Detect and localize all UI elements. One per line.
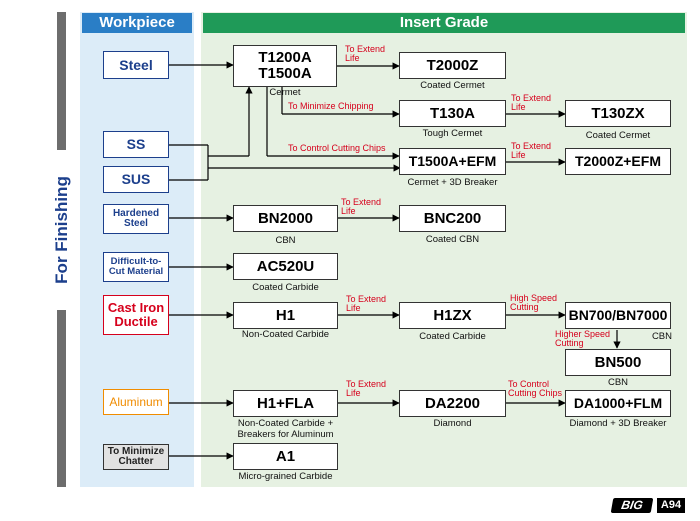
grade-h1zx: H1ZX	[399, 302, 506, 329]
caption-t1200a: Cermet	[269, 87, 301, 98]
grade-bnc200: BNC200	[399, 205, 506, 232]
label-extend-life-1: To Extend Life	[345, 44, 386, 64]
grade-t1500a-efm: T1500A+EFM	[399, 148, 506, 175]
caption-h1-fla: Non-Coated Carbide + Breakers for Alumin…	[237, 418, 334, 440]
workpiece-difficult-material: Difficult-to-Cut Material	[103, 252, 169, 282]
side-title: For Finishing	[37, 150, 87, 310]
label-extend-life-2: To Extend Life	[511, 93, 552, 113]
grade-a1: A1	[233, 443, 338, 470]
grade-da1000-flm: DA1000+FLM	[565, 390, 671, 417]
grade-t2000z: T2000Z	[399, 52, 506, 79]
grade-ac520u: AC520U	[233, 253, 338, 280]
workpiece-minimize-chatter: To Minimize Chatter	[103, 444, 169, 470]
label-extend-life-6: To Extend Life	[346, 379, 387, 399]
grade-h1-fla: H1+FLA	[233, 390, 338, 417]
insert-grade-header: Insert Grade	[203, 13, 685, 33]
label-minimize-chipping: To Minimize Chipping	[288, 101, 374, 111]
workpiece-ss: SS	[103, 131, 169, 158]
caption-da2200: Diamond	[433, 418, 472, 429]
grade-bn2000: BN2000	[233, 205, 338, 232]
label-higher-speed-cutting: Higher Speed Cutting	[555, 329, 611, 349]
grade-t130a: T130A	[399, 100, 506, 127]
caption-t130a: Tough Cermet	[422, 128, 483, 139]
caption-h1zx: Coated Carbide	[419, 331, 486, 342]
label-extend-life-5: To Extend Life	[346, 294, 387, 314]
caption-bnc200: Coated CBN	[425, 234, 480, 245]
page-number: A94	[657, 498, 685, 513]
caption-h1: Non-Coated Carbide	[241, 329, 330, 340]
caption-da1000-flm: Diamond + 3D Breaker	[569, 418, 667, 429]
workpiece-header: Workpiece	[82, 13, 192, 33]
caption-a1: Micro-grained Carbide	[238, 471, 333, 482]
big-logo: BIG	[610, 498, 654, 513]
grade-bn700-bn7000: BN700/BN7000	[565, 302, 671, 329]
grade-da2200: DA2200	[399, 390, 506, 417]
caption-ac520u: Coated Carbide	[252, 282, 319, 293]
caption-bn700: CBN	[651, 331, 672, 342]
workpiece-cast-iron: Cast Iron Ductile	[103, 295, 169, 335]
caption-t2000z: Coated Cermet	[420, 80, 485, 91]
grade-t130zx: T130ZX	[565, 100, 671, 127]
grade-bn500: BN500	[565, 349, 671, 376]
caption-t130zx: Coated Cermet	[585, 130, 651, 141]
caption-t1500a-efm: Cermet + 3D Breaker	[407, 177, 498, 188]
grade-h1: H1	[233, 302, 338, 329]
caption-bn500: CBN	[607, 377, 629, 388]
label-control-cutting-chips: To Control Cutting Chips	[288, 143, 386, 153]
caption-bn2000: CBN	[275, 235, 296, 246]
label-high-speed-cutting: High Speed Cutting	[510, 293, 558, 313]
workpiece-aluminum: Aluminum	[103, 389, 169, 415]
workpiece-hardened-steel: Hardened Steel	[103, 204, 169, 234]
label-extend-life-3: To Extend Life	[511, 141, 552, 161]
label-control-chips-alu: To Control Cutting Chips	[508, 379, 563, 399]
grade-t2000z-efm: T2000Z+EFM	[565, 148, 671, 175]
workpiece-sus: SUS	[103, 166, 169, 193]
label-extend-life-4: To Extend Life	[341, 197, 382, 217]
grade-t1200a-t1500a: T1200A T1500A	[233, 45, 337, 87]
workpiece-steel: Steel	[103, 51, 169, 79]
